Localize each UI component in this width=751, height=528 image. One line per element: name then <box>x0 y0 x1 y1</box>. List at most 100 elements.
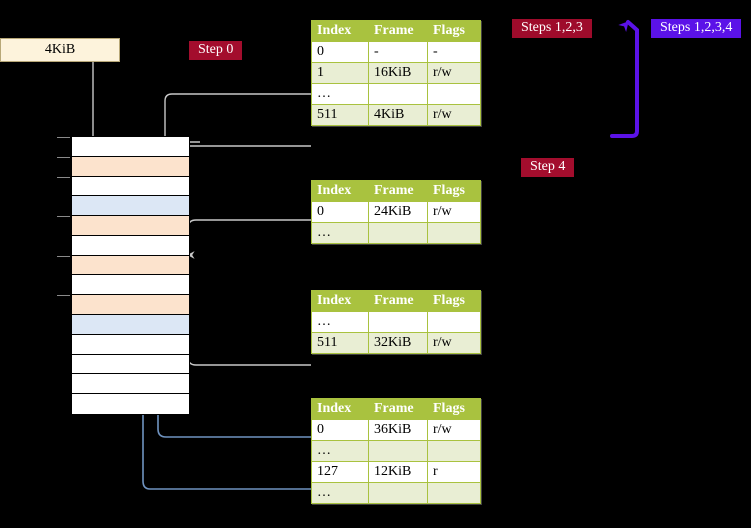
table-row: … <box>311 482 481 504</box>
cell-index: 511 <box>311 104 369 126</box>
violet-return-arrow <box>610 20 639 138</box>
cell-index: … <box>311 482 369 504</box>
cell-flags <box>427 222 481 244</box>
column-header-flags: Flags <box>427 180 481 202</box>
memory-frame-row <box>72 255 189 276</box>
cell-flags <box>427 311 481 333</box>
cell-index: … <box>311 222 369 244</box>
cell-flags <box>427 440 481 462</box>
table-row: … <box>311 311 481 333</box>
cell-frame: 4KiB <box>368 104 428 126</box>
column-header-index: Index <box>311 180 369 202</box>
cell-frame: 12KiB <box>368 461 428 483</box>
cell-index: 1 <box>311 62 369 84</box>
cell-flags <box>427 83 481 105</box>
badge-step-4: Step 4 <box>521 158 575 177</box>
badge-step-0: Step 0 <box>189 41 243 60</box>
table-row: … <box>311 83 481 105</box>
cell-flags <box>427 482 481 504</box>
cell-index: 127 <box>311 461 369 483</box>
memory-row-tick <box>57 176 70 178</box>
table-row: … <box>311 440 481 462</box>
cell-index: … <box>311 311 369 333</box>
memory-size-box: 4KiB <box>0 38 120 62</box>
cell-index: 0 <box>311 41 369 63</box>
column-header-index: Index <box>311 290 369 312</box>
memory-frame-row <box>72 196 189 217</box>
memory-frame-row <box>72 216 189 236</box>
memory-frame-row <box>72 176 189 197</box>
cell-index: 0 <box>311 419 369 441</box>
memory-frame-row <box>72 334 189 355</box>
badge-steps-123: Steps 1,2,3 <box>512 19 592 38</box>
memory-row-tick <box>57 137 70 138</box>
cell-index: … <box>311 83 369 105</box>
column-header-flags: Flags <box>427 290 481 312</box>
memory-frame-row <box>72 295 189 316</box>
memory-frame-row <box>72 235 189 256</box>
cell-flags: r/w <box>427 62 481 84</box>
badge-step-4-label: Step 4 <box>530 159 566 174</box>
memory-frame-row <box>72 315 189 335</box>
cell-frame <box>368 311 428 333</box>
memory-size-label: 4KiB <box>44 42 76 57</box>
cell-frame <box>368 222 428 244</box>
cell-index: … <box>311 440 369 462</box>
table-row: … <box>311 222 481 244</box>
memory-frame-row <box>72 156 189 177</box>
badge-steps-123-label: Steps 1,2,3 <box>521 20 583 35</box>
column-header-flags: Flags <box>427 398 481 420</box>
cell-frame <box>368 440 428 462</box>
cell-flags: r <box>427 461 481 483</box>
cell-frame: - <box>368 41 428 63</box>
memory-frame-row <box>72 275 189 296</box>
table-row: 0-- <box>311 41 481 63</box>
memory-row-tick <box>57 216 70 218</box>
column-header-frame: Frame <box>368 20 428 42</box>
memory-frame-row <box>72 354 189 375</box>
column-header-index: Index <box>311 398 369 420</box>
column-header-frame: Frame <box>368 180 428 202</box>
cell-frame: 24KiB <box>368 201 428 223</box>
cell-frame: 32KiB <box>368 332 428 354</box>
cell-frame <box>368 83 428 105</box>
memory-row-tick <box>57 156 70 158</box>
cell-frame: 16KiB <box>368 62 428 84</box>
cell-flags: r/w <box>427 419 481 441</box>
column-header-index: Index <box>311 20 369 42</box>
cell-frame: 36KiB <box>368 419 428 441</box>
badge-steps-1234-label: Steps 1,2,3,4 <box>660 20 733 35</box>
memory-frame-row <box>72 137 189 157</box>
cell-flags: r/w <box>427 201 481 223</box>
badge-step-0-label: Step 0 <box>198 42 234 57</box>
memory-row-tick <box>57 295 70 297</box>
memory-row-tick <box>57 255 70 257</box>
cell-frame <box>368 482 428 504</box>
column-header-frame: Frame <box>368 290 428 312</box>
memory-frame-row <box>72 394 189 414</box>
memory-frame-row <box>72 374 189 395</box>
cell-index: 0 <box>311 201 369 223</box>
cell-flags: - <box>427 41 481 63</box>
physical-memory-column <box>57 136 190 415</box>
badge-steps-1234: Steps 1,2,3,4 <box>651 19 742 38</box>
column-header-frame: Frame <box>368 398 428 420</box>
cell-flags: r/w <box>427 332 481 354</box>
cell-index: 511 <box>311 332 369 354</box>
column-header-flags: Flags <box>427 20 481 42</box>
cell-flags: r/w <box>427 104 481 126</box>
